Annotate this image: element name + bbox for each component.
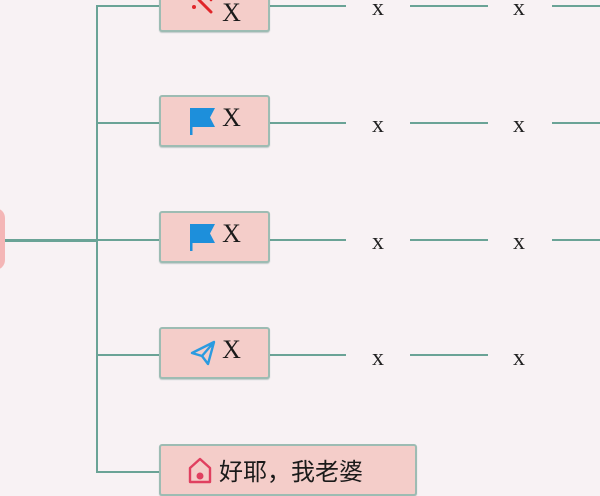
leaf-node[interactable]: x — [372, 229, 384, 255]
child-connector — [410, 122, 488, 124]
home-icon — [185, 455, 215, 485]
leaf-node[interactable]: x — [372, 345, 384, 371]
flag-icon — [188, 222, 218, 252]
child-connector — [410, 5, 488, 7]
child-connector — [552, 5, 600, 7]
branch-label: X — [222, 219, 241, 248]
child-connector — [410, 239, 488, 241]
leaf-node[interactable]: x — [372, 0, 384, 21]
leaf-node[interactable]: x — [513, 229, 525, 255]
leaf-node[interactable]: x — [372, 112, 384, 138]
child-connector — [410, 354, 488, 356]
child-connector — [552, 122, 600, 124]
trunk-connector — [96, 5, 98, 472]
branch-connector — [96, 122, 160, 124]
branch-label: 好耶，我老婆 — [219, 458, 363, 486]
branch-node[interactable]: X — [159, 95, 270, 147]
branch-node[interactable]: X — [159, 0, 270, 32]
child-connector — [270, 122, 346, 124]
branch-connector — [96, 5, 160, 7]
branch-connector — [96, 471, 160, 473]
root-node[interactable] — [0, 208, 5, 270]
root-connector — [5, 239, 98, 242]
branch-node[interactable]: X — [159, 327, 270, 379]
branch-label: X — [222, 103, 241, 132]
branch-connector — [96, 239, 160, 241]
flag-icon — [188, 106, 218, 136]
branch-label: X — [222, 335, 241, 364]
leaf-node[interactable]: x — [513, 0, 525, 21]
child-connector — [552, 239, 600, 241]
branch-node[interactable]: X — [159, 211, 270, 263]
child-connector — [270, 239, 346, 241]
child-connector — [270, 5, 346, 7]
magic-wand-icon — [188, 0, 218, 21]
leaf-node[interactable]: x — [513, 112, 525, 138]
branch-connector — [96, 354, 160, 356]
leaf-node[interactable]: x — [513, 345, 525, 371]
paper-plane-icon — [188, 338, 218, 368]
branch-label: X — [222, 0, 241, 27]
child-connector — [270, 354, 346, 356]
branch-node[interactable]: 好耶，我老婆 — [159, 444, 417, 496]
